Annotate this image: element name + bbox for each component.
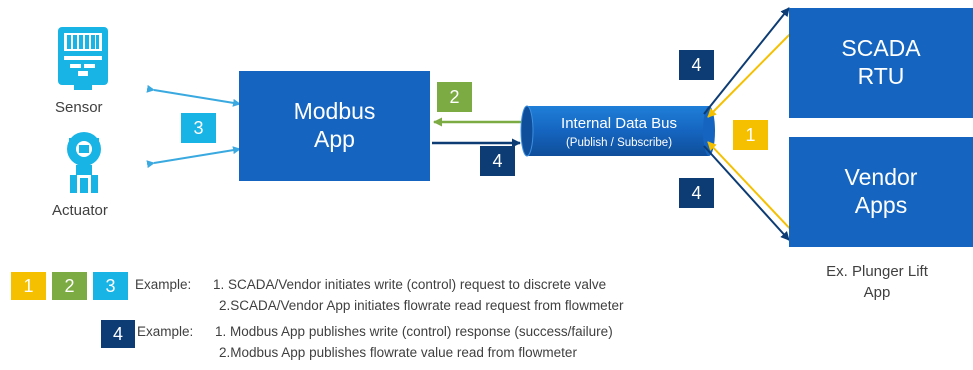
device-arrows <box>146 84 241 169</box>
scada-rtu-box: SCADA RTU <box>789 8 973 118</box>
actuator-icon <box>67 132 101 193</box>
bus-subtitle: (Publish / Subscribe) <box>565 137 673 149</box>
scada-rtu-label: SCADA RTU <box>841 35 921 89</box>
legend-line-b2: 2.Modbus App publishes flowrate value re… <box>219 345 577 360</box>
modbus-app-label: Modbus App <box>293 98 376 152</box>
badge-4-top: 4 <box>679 50 714 80</box>
badge-1: 1 <box>733 120 768 150</box>
bus-title: Internal Data Bus <box>561 115 677 132</box>
legend-badge-1: 1 <box>11 272 46 300</box>
bus-right-arrows <box>703 7 790 241</box>
legend-line-a1: 1. SCADA/Vendor initiates write (control… <box>213 277 607 292</box>
vendor-apps-box: Vendor Apps <box>789 137 973 247</box>
plunger-lift-caption: Ex. Plunger Lift App <box>826 263 928 301</box>
actuator-label: Actuator <box>52 202 108 219</box>
badge-4-bottom: 4 <box>679 178 714 208</box>
modbus-app-box: Modbus App <box>239 71 430 181</box>
badge-4-bus: 4 <box>480 146 515 176</box>
legend-example-label-a: Example: <box>135 277 192 292</box>
legend-badge-4: 4 <box>101 320 135 348</box>
legend-badge-2: 2 <box>52 272 87 300</box>
sensor-label: Sensor <box>55 99 103 116</box>
badge-2: 2 <box>437 82 472 112</box>
vendor-apps-label: Vendor Apps <box>844 164 918 218</box>
badge-3: 3 <box>181 113 216 143</box>
sensor-icon <box>58 27 108 90</box>
legend-line-a2: 2.SCADA/Vendor App initiates flowrate re… <box>219 298 624 313</box>
legend-badge-3: 3 <box>93 272 128 300</box>
legend-example-label-b: Example: <box>137 324 194 339</box>
legend-line-b1: 1. Modbus App publishes write (control) … <box>215 324 613 339</box>
data-bus-cylinder <box>520 105 715 157</box>
control-request-arrows <box>707 29 795 234</box>
modbus-bus-arrows <box>432 117 522 148</box>
